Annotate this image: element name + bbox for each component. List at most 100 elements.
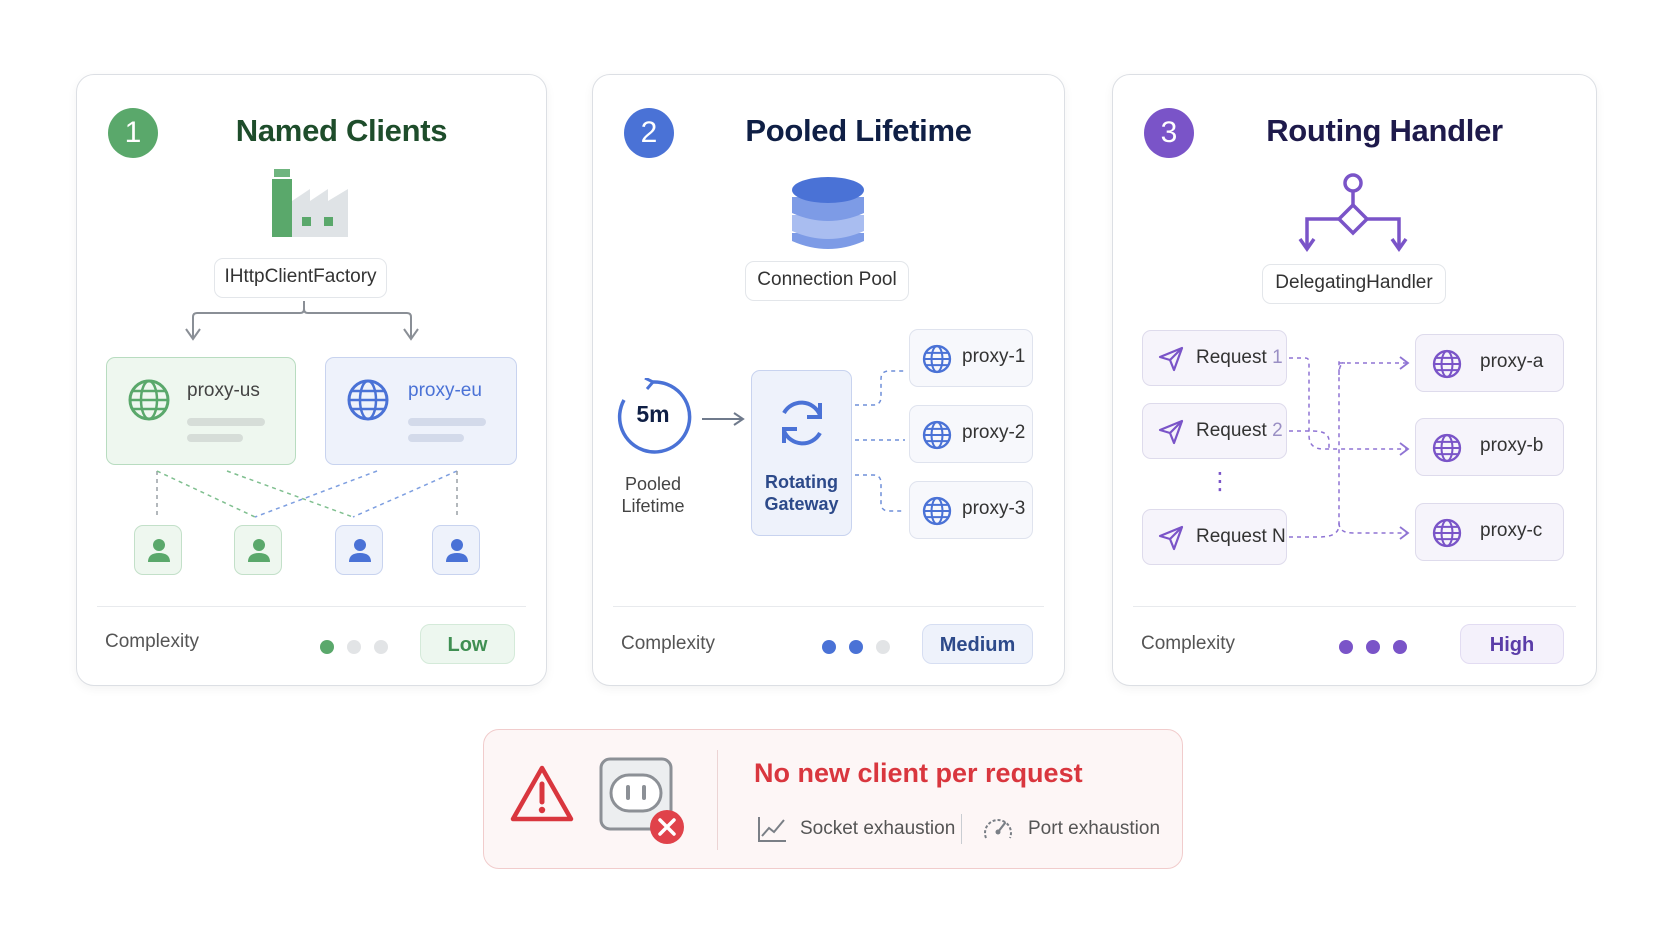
complexity-dots [822,640,890,654]
item-separator [961,814,962,844]
factory-branches [156,301,458,518]
panel-title: Routing Handler [1266,113,1503,148]
user-icon [234,525,282,575]
complexity-dot-filled [320,640,334,654]
request-label: Request 2 [1196,420,1283,442]
factory-label: IHttpClientFactory [214,258,387,298]
globe-icon [128,379,170,421]
send-icon [1158,346,1184,372]
complexity-dots [1339,640,1407,654]
warning-banner: No new client per request Socket exhaust… [483,729,1183,869]
warning-item-socket: Socket exhaustion [800,818,956,839]
complexity-dot-filled [849,640,863,654]
request-label-text: Request N [1196,526,1286,547]
proxy-node: proxy-2 [909,405,1033,463]
send-icon [1158,419,1184,445]
globe-icon [1432,349,1462,379]
client-card-us: proxy-us [106,357,296,465]
gateway-label-line: Rotating [765,472,838,492]
divider [97,606,526,607]
globe-icon [1432,433,1462,463]
proxy-label: proxy-c [1480,520,1543,541]
timer-icon [617,378,692,454]
factory-icon [272,169,348,237]
ellipsis: ⋮ [1208,468,1232,495]
socket-blocked-icon [599,757,684,844]
step-badge-3: 3 [1144,108,1194,158]
request-node: Request 1 [1142,330,1287,386]
step-badge-2: 2 [624,108,674,158]
skeleton-line [408,434,464,442]
proxy-node: proxy-c [1415,503,1564,561]
proxy-label: proxy-1 [962,346,1026,367]
complexity-dot-filled [822,640,836,654]
handler-label: DelegatingHandler [1262,264,1446,304]
rotating-gateway: Rotating Gateway [751,370,852,536]
user-icon [134,525,182,575]
pool-label: Connection Pool [745,261,909,301]
divider [1133,606,1576,607]
complexity-dots [320,640,388,654]
proxy-label: proxy-3 [962,498,1026,519]
warning-title: No new client per request [754,758,1083,788]
gateway-connectors [855,370,905,512]
chart-line-icon [758,817,786,842]
globe-icon [347,379,389,421]
skeleton-line [187,434,243,442]
complexity-label: Complexity [105,631,199,652]
request-label: Request N [1196,526,1286,548]
gateway-label-line: Gateway [764,494,839,514]
proxy-node: proxy-3 [909,481,1033,539]
complexity-dot-empty [876,640,890,654]
skeleton-line [408,418,486,426]
complexity-dot-filled [1366,640,1380,654]
user-icon [432,525,480,575]
arrow-right-icon [702,412,745,426]
complexity-dot-filled [1339,640,1353,654]
client-name: proxy-eu [408,380,482,401]
timer-caption: Pooled Lifetime [603,473,703,517]
refresh-icon [782,400,822,446]
complexity-label: Complexity [1141,633,1235,654]
panel-title: Named Clients [235,113,448,148]
divider [613,606,1044,607]
proxy-node: proxy-1 [909,329,1033,387]
complexity-level-badge: High [1460,624,1564,664]
request-label-text: Request [1196,420,1267,441]
globe-icon [922,496,952,526]
panel-routing-handler: 3 Routing Handler DelegatingHandler Requ… [1112,74,1597,686]
globe-icon [1432,518,1462,548]
request-index: 1 [1272,347,1283,368]
proxy-label: proxy-b [1480,435,1544,456]
proxy-label: proxy-2 [962,422,1026,443]
client-card-eu: proxy-eu [325,357,517,465]
request-node: Request 2 [1142,403,1287,459]
speedometer-icon [984,819,1012,839]
request-node: Request N [1142,509,1287,565]
complexity-label: Complexity [621,633,715,654]
complexity-dot-empty [347,640,361,654]
request-label-text: Request [1196,347,1267,368]
skeleton-line [187,418,265,426]
timer-caption-line: Pooled [624,474,682,494]
warning-divider [717,750,718,850]
proxy-node: proxy-a [1415,334,1564,392]
complexity-level-badge: Low [420,624,515,664]
proxy-node: proxy-b [1415,418,1564,476]
warning-item-port: Port exhaustion [1028,818,1161,839]
globe-icon [922,420,952,450]
complexity-dot-filled [1393,640,1407,654]
send-icon [1158,525,1184,551]
request-label: Request 1 [1196,347,1283,369]
request-index: 2 [1272,420,1283,441]
complexity-dot-empty [374,640,388,654]
timer-caption-line: Lifetime [621,496,685,516]
panel-named-clients: 1 Named Clients IHttpClientFactory proxy… [76,74,547,686]
database-icon [792,177,864,249]
panel-pooled-lifetime: 2 Pooled Lifetime Connection Pool 5m Poo… [592,74,1065,686]
user-icon [335,525,383,575]
gateway-label: Rotating Gateway [752,471,851,515]
warning-icon [510,765,574,822]
panel-title: Pooled Lifetime [745,113,972,148]
globe-icon [922,344,952,374]
